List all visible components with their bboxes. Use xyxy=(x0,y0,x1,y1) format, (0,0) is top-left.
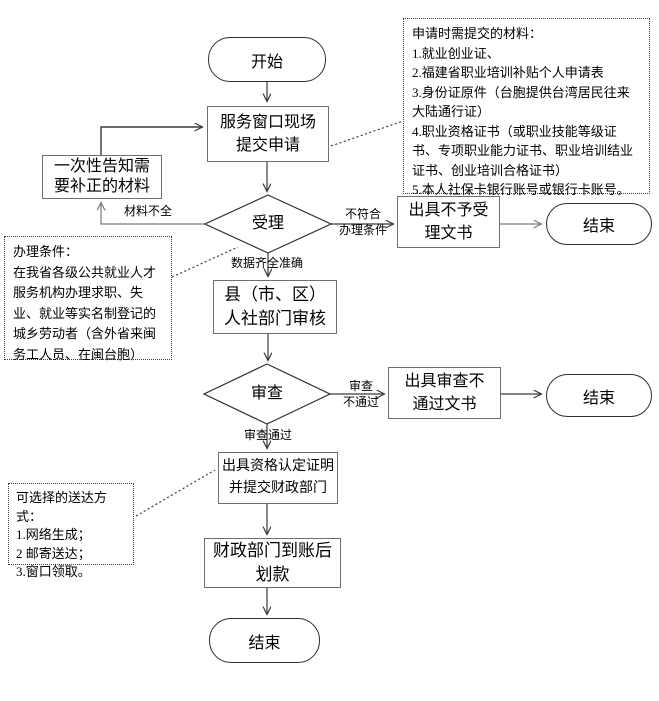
end-node-final: 结束 xyxy=(209,618,320,663)
annotation-conditions-title: 办理条件： xyxy=(13,244,79,259)
county-review-node: 县（市、区） 人社部门审核 xyxy=(213,280,337,334)
dotted-link-delivery-to-cert xyxy=(135,469,216,517)
annotation-handling-conditions: 办理条件： 在我省各级公共就业人才服务机构办理求职、失业、就业等实名制登记的城乡… xyxy=(4,236,172,362)
edge-accept-to-notify xyxy=(101,203,205,225)
annotation-conditions-body: 在我省各级公共就业人才服务机构办理求职、失业、就业等实名制登记的城乡劳动者（含外… xyxy=(13,264,157,362)
finance-payment-node: 财政部门到账后 划款 xyxy=(204,538,341,588)
annotation-delivery-title: 可选择的送达方式： xyxy=(16,490,108,524)
end-node-reject: 结束 xyxy=(546,203,652,245)
annotation-materials-item: 1.就业创业证、 xyxy=(412,45,500,61)
review-fail-document-node: 出具审查不 通过文书 xyxy=(388,367,501,419)
annotation-delivery-item: 3.窗口领取。 xyxy=(16,564,91,579)
annotation-delivery-item: 2 邮寄送达； xyxy=(16,545,91,561)
edge-notify-to-submit xyxy=(100,127,202,155)
notify-correction-node: 一次性告知需 要补正的材料 xyxy=(42,155,162,199)
annotation-materials-item: 2.福建省职业培训补贴个人申请表 xyxy=(412,65,604,80)
annotation-materials-title: 申请时需提交的材料： xyxy=(412,26,543,41)
reject-document-node: 出具不予受 理文书 xyxy=(397,196,500,248)
dotted-link-conditions-to-accept xyxy=(171,246,239,278)
annotation-materials-item: 4.职业资格证书（或职业技能等级证书、专项职业能力证书、职业培训结业证书、创业培… xyxy=(412,123,634,178)
annotation-delivery-item: 1.网络生成； xyxy=(16,527,91,542)
edge-label-review-pass: 审查通过 xyxy=(243,428,293,442)
dotted-link-submit-to-materials xyxy=(330,120,404,147)
edge-label-review-fail: 审查 不通过 xyxy=(342,379,380,409)
review-decision-label: 审查 xyxy=(250,385,284,402)
annotation-materials-item: 5.本人社保卡银行账号或银行卡账号。 xyxy=(412,182,630,197)
submit-application-node: 服务窗口现场 提交申请 xyxy=(207,106,329,162)
issue-certificate-node: 出具资格认定证明 并提交财政部门 xyxy=(218,452,338,504)
annotation-required-materials: 申请时需提交的材料： 1.就业创业证、 2.福建省职业培训补贴个人申请表 3.身… xyxy=(403,18,650,197)
edge-label-not-meet-conditions: 不符合 办理条件 xyxy=(338,207,388,237)
edge-label-materials-incomplete: 材料不全 xyxy=(123,204,173,218)
end-node-review-fail: 结束 xyxy=(546,374,652,417)
review-decision-diamond xyxy=(202,363,332,425)
annotation-materials-item: 3.身份证原件（台胞提供台湾居民往来大陆通行证） xyxy=(412,84,630,120)
accept-decision-label: 受理 xyxy=(251,215,285,232)
accept-decision-diamond xyxy=(203,194,333,254)
annotation-delivery-options: 可选择的送达方式： 1.网络生成； 2 邮寄送达； 3.窗口领取。 xyxy=(8,483,134,579)
start-node: 开始 xyxy=(208,37,326,82)
edge-label-data-complete: 数据齐全准确 xyxy=(230,256,304,270)
